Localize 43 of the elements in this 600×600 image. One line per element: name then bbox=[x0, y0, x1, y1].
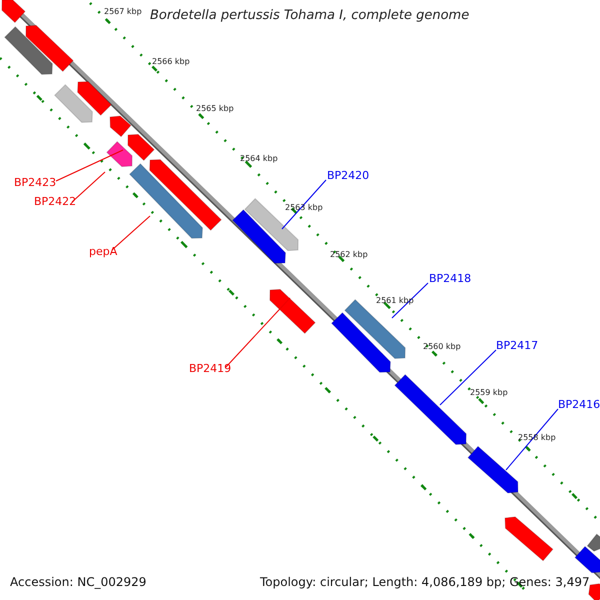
gene-feature bbox=[232, 209, 286, 264]
scale-label: 2565 kbp bbox=[196, 104, 234, 114]
gene-label: BP2416 bbox=[558, 399, 600, 412]
gene-feature bbox=[467, 446, 518, 494]
info-text: Topology: circular; Length: 4,086,189 bp; Genes: 3,497 bbox=[260, 576, 590, 590]
gene-label: BP2423 bbox=[14, 177, 56, 190]
leader-line bbox=[506, 408, 558, 470]
scale-label: 2567 kbp bbox=[104, 7, 142, 16]
gene-feature bbox=[25, 24, 74, 72]
gene-label: BP2417 bbox=[496, 340, 538, 353]
gene-feature bbox=[54, 84, 93, 123]
leader-line bbox=[112, 216, 150, 250]
gene-label: BP2420 bbox=[327, 170, 370, 183]
gene-feature bbox=[106, 140, 133, 168]
gene-feature bbox=[77, 81, 112, 116]
gene-label: BP2418 bbox=[429, 273, 472, 286]
gene-feature bbox=[586, 533, 600, 552]
gene-feature bbox=[128, 163, 204, 239]
map-title: Bordetella pertussis Tohama I, complete genome bbox=[150, 9, 470, 24]
gene-feature bbox=[504, 516, 554, 562]
gene-feature bbox=[394, 374, 467, 446]
gene-feature bbox=[269, 288, 316, 334]
leader-line bbox=[56, 150, 124, 182]
scale-label: 2560 kbp bbox=[423, 342, 461, 352]
scale-label: 2562 kbp bbox=[330, 250, 368, 260]
gene-label: pepA bbox=[89, 246, 118, 259]
gene-feature bbox=[1, 0, 26, 24]
scale-label: 2566 kbp bbox=[152, 57, 190, 66]
gene-label: BP2419 bbox=[189, 363, 232, 376]
gene-feature bbox=[149, 159, 222, 231]
gene-label: BP2422 bbox=[34, 196, 76, 209]
gene-feature bbox=[330, 312, 391, 373]
gene-feature bbox=[4, 26, 53, 75]
scale-label: 2564 kbp bbox=[240, 154, 278, 164]
leader-line bbox=[282, 180, 326, 230]
gene-feature bbox=[109, 115, 132, 138]
leader-line bbox=[72, 172, 106, 202]
info-text: Accession: NC_002929 bbox=[10, 576, 146, 590]
leader-line bbox=[440, 350, 496, 406]
leader-line bbox=[392, 282, 428, 318]
leader-line bbox=[226, 298, 290, 368]
gene-feature bbox=[574, 546, 600, 574]
gene-feature bbox=[588, 583, 600, 600]
